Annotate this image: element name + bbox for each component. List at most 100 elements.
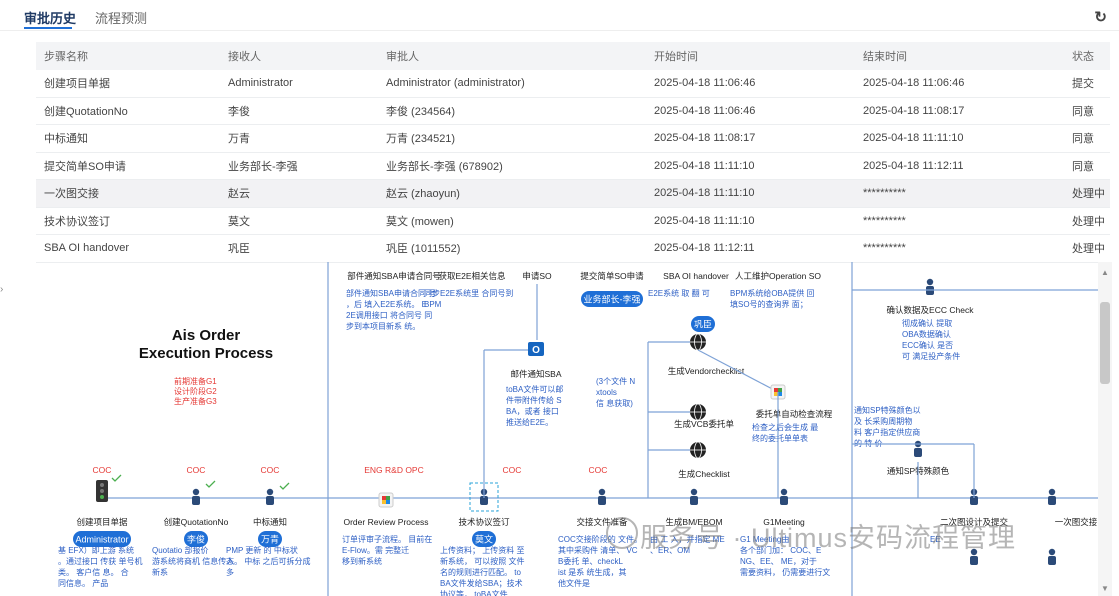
task-description: EE [930, 535, 941, 544]
selected-task-frame [469, 482, 499, 512]
tab-process-forecast[interactable]: 流程预测 [95, 11, 148, 26]
task-description: BA，或者 接口 [506, 406, 559, 416]
task-description: Quotatio 部报价 [152, 545, 208, 555]
task-description: 检查之后会生成 最 [752, 422, 818, 432]
assignee-badge [258, 531, 282, 547]
table-row[interactable]: SBA OI handover 巩臣 巩臣 (1011552) 2025-04-… [36, 234, 1110, 263]
watermark: 服务号 · Ultimus安码流程管理 [640, 523, 1016, 553]
table-cell: 提交简单SO申请 [36, 152, 220, 180]
task-description: E-Flow。需 完整迁 [342, 545, 409, 555]
diagram-scrollbar-thumb[interactable] [1100, 302, 1110, 384]
table-cell: 业务部长-李强 [220, 152, 378, 180]
task-label: 人工维护Operation SO [735, 271, 821, 281]
person-body [266, 496, 274, 505]
task-description: BPM系统给OBA提供 回 [730, 288, 814, 298]
table-row[interactable]: 提交简单SO申请 业务部长-李强 业务部长-李强 (678902) 2025-0… [36, 152, 1110, 180]
person-body [598, 496, 606, 505]
check-icon [279, 482, 290, 490]
user-task-icon [970, 548, 978, 565]
person-head [598, 488, 606, 496]
task-description: 彻成确认 提取 [902, 318, 952, 328]
table-cell: 2025-04-18 11:08:17 [855, 97, 1064, 125]
table-cell: 处理中 [1064, 179, 1110, 208]
task-label: 申请SO [522, 271, 552, 281]
task-label: 技术协议签订 [458, 517, 510, 527]
table-cell: 创建QuotationNo [36, 97, 220, 125]
task-label: 创建项目单据 [76, 517, 128, 527]
phase-tag: COC [93, 465, 112, 475]
assignee-badge-label: 万青 [261, 534, 279, 545]
user-task-icon [1048, 548, 1056, 565]
start-light-mid [100, 489, 104, 493]
table-cell: 2025-04-18 11:12:11 [855, 152, 1064, 180]
table-cell: Administrator [220, 70, 378, 98]
task-label: 二次图设计及提交 [940, 517, 1009, 527]
check-icon [111, 474, 122, 482]
table-row[interactable]: 创建QuotationNo 李俊 李俊 (234564) 2025-04-18 … [36, 97, 1110, 125]
scroll-up-arrow-icon[interactable]: ▲ [1101, 268, 1109, 277]
active-tab-indicator [24, 27, 72, 29]
user-task-icon [926, 278, 934, 295]
task-label: 生成VCB委托单 [674, 419, 734, 429]
table-cell: 万青 (234521) [378, 124, 646, 153]
service-task-icon-part [382, 496, 386, 500]
assignee-badge-label: 李俊 [187, 534, 205, 545]
table-row[interactable]: 技术协议签订 莫文 莫文 (mowen) 2025-04-18 11:11:10… [36, 207, 1110, 235]
phase-legend-item: 设计阶段G2 [174, 386, 217, 396]
assignee-badge [581, 291, 643, 307]
table-row[interactable]: 创建项目单据 Administrator Administrator (admi… [36, 70, 1110, 98]
scroll-down-arrow-icon[interactable]: ▼ [1101, 584, 1109, 593]
person-body [970, 556, 978, 565]
task-description: 其中采购件 清单、 VC [558, 545, 638, 555]
table-cell: 技术协议签订 [36, 207, 220, 235]
column-header: 审批人 [378, 42, 646, 70]
table-cell: 2025-04-18 11:12:11 [646, 234, 855, 263]
table-cell: 2025-04-18 11:08:17 [646, 124, 855, 153]
task-description: 新系 [152, 567, 168, 577]
task-label: 确认数据及ECC Check [887, 305, 975, 315]
user-task-icon [598, 488, 606, 505]
table-row[interactable]: 中标通知 万青 万青 (234521) 2025-04-18 11:08:17 … [36, 124, 1110, 153]
refresh-icon[interactable]: ↻ [1094, 9, 1107, 26]
task-description: 游系统将商机 信息传入 [152, 556, 234, 566]
watermark-logo-icon [606, 517, 638, 549]
user-task-icon [970, 488, 978, 505]
mail-task-icon-glyph: O [532, 345, 540, 356]
task-description: NG、EE、 ME，对于 [740, 556, 817, 566]
person-head [1048, 548, 1056, 556]
task-description: 各个部门加： COC、E [740, 545, 821, 555]
task-description: G1 Meeting由 [740, 534, 789, 544]
task-description: 名的规则进行匹配。 to [440, 567, 521, 577]
phase-legend-item: 前期准备G1 [174, 376, 217, 386]
column-header: 结束时间 [855, 42, 1064, 70]
task-label: 获取E2E相关信息 [438, 271, 506, 281]
table-row[interactable]: 一次图交接 赵云 赵云 (zhaoyun) 2025-04-18 11:11:1… [36, 179, 1110, 208]
person-head [1048, 488, 1056, 496]
user-task-icon [266, 488, 274, 505]
task-description: toBA文件可以邮 [506, 384, 563, 394]
task-description: 基 EFX）即上游 系统 [58, 545, 134, 555]
phase-tag: COC [261, 465, 280, 475]
service-task-icon-part [778, 392, 782, 396]
phase-tag: COC [187, 465, 206, 475]
task-description: 料 客户指定供应商 [854, 427, 920, 437]
collapse-caret-icon[interactable]: › [0, 284, 4, 295]
task-description: 态。 中标 之后可拆分成 [226, 556, 310, 566]
task-description: 推送给E2E。 [506, 417, 553, 427]
person-body [192, 496, 200, 505]
task-description: 、ER、OM [650, 546, 690, 555]
task-description: B委托 单、checkL [558, 556, 623, 566]
table-cell: 2025-04-18 11:11:10 [646, 207, 855, 235]
table-cell: 莫文 (mowen) [378, 207, 646, 235]
task-description: 填SO号的查询界 面； [730, 299, 808, 309]
tab-approval-history[interactable]: 审批历史 [24, 11, 77, 26]
table-cell: 赵云 (zhaoyun) [378, 179, 646, 208]
table-cell: 同意 [1064, 124, 1110, 153]
assignee-badge-label: 巩臣 [694, 320, 712, 330]
mail-task-icon [528, 342, 544, 356]
task-description: 的 特 价 [854, 438, 882, 448]
table-cell: 同意 [1064, 97, 1110, 125]
task-label: SBA OI handover [663, 271, 729, 281]
table-cell: 赵云 [220, 179, 378, 208]
